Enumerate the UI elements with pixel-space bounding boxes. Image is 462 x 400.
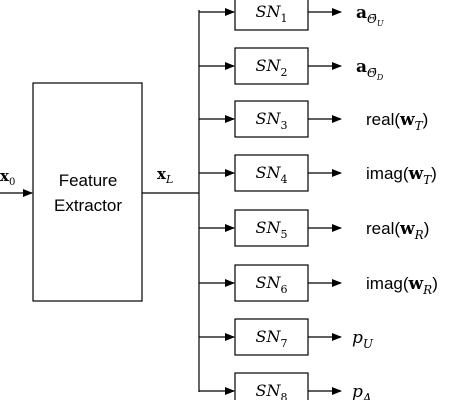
subnet-label-7: SN7 — [256, 327, 288, 350]
subnet-box-1 — [234, 0, 309, 31]
feature-extractor-label-line1: Feature — [59, 171, 118, 190]
subnet-row-1: SN1 aΘ̄U — [199, 0, 384, 31]
output-label-3: real(wT) — [366, 110, 428, 133]
output-label-4: imag(wT) — [366, 164, 437, 187]
subnet-row-8: SN8 pA — [199, 372, 372, 400]
subnet-row-2: SN2 aΘ̄D — [199, 47, 384, 85]
subnet-label-1: SN1 — [256, 2, 288, 25]
subnet-label-4: SN4 — [256, 163, 288, 186]
subnet-box-4 — [234, 154, 309, 192]
feature-extractor-label-line2: Extractor — [54, 196, 122, 215]
subnet-label-5: SN5 — [256, 218, 288, 241]
subnet-label-6: SN6 — [256, 273, 288, 296]
subnet-row-3: SN3 real(wT) — [199, 100, 428, 138]
subnet-box-7 — [234, 318, 309, 356]
subnet-box-6 — [234, 264, 309, 302]
output-label-2: aΘ̄D — [356, 57, 384, 82]
output-label-7: pU — [352, 328, 374, 351]
subnet-row-4: SN4 imag(wT) — [199, 154, 437, 192]
latent-label: xL — [157, 165, 173, 186]
input-label: x0 — [0, 167, 15, 188]
subnet-row-5: SN5 real(wR) — [199, 209, 429, 247]
subnet-box-2 — [234, 47, 309, 85]
output-label-6: imag(wR) — [366, 274, 438, 297]
subnet-label-8: SN8 — [256, 381, 288, 400]
feature-extractor-box — [32, 82, 143, 302]
subnet-label-2: SN2 — [256, 56, 288, 79]
output-label-1: aΘ̄U — [356, 3, 384, 28]
output-label-5: real(wR) — [366, 219, 429, 242]
subnet-label-3: SN3 — [256, 109, 288, 132]
subnet-row-7: SN7 pU — [199, 318, 374, 356]
output-label-8: pA — [352, 382, 372, 400]
subnet-row-6: SN6 imag(wR) — [199, 264, 438, 302]
subnet-box-5 — [234, 209, 309, 247]
subnet-box-3 — [234, 100, 309, 138]
